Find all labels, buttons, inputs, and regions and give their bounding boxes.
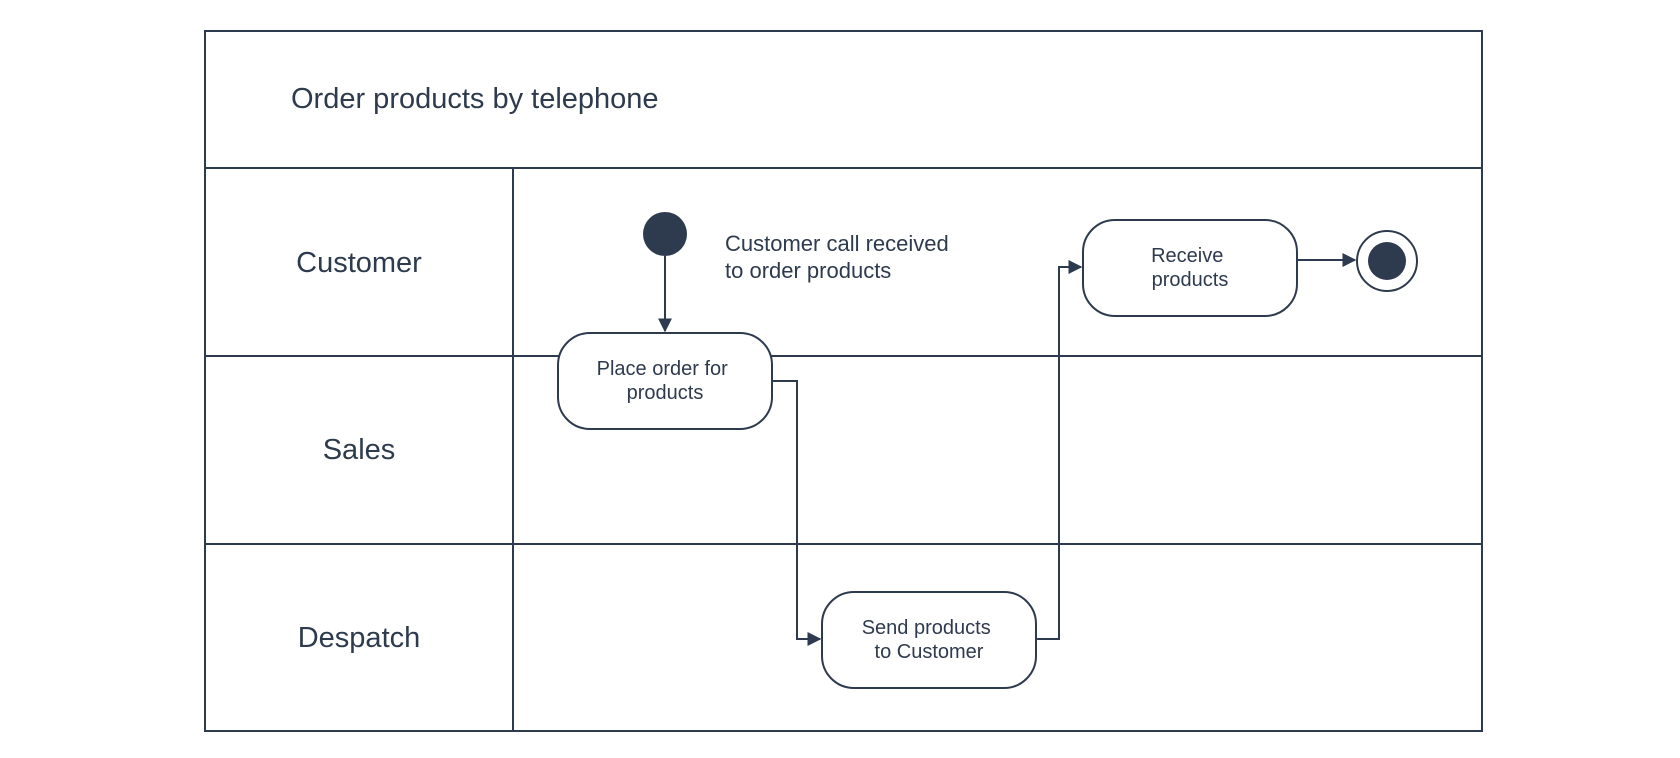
start-note: Customer call received to order products <box>725 231 955 283</box>
activity-place-order-line-2: products <box>627 382 704 404</box>
diagram-title: Order products by telephone <box>291 83 659 115</box>
lane-label-despatch: Despatch <box>298 622 421 654</box>
activity-place-order-label: Place order for products <box>597 358 734 404</box>
activity-receive-products <box>1082 219 1298 317</box>
activity-send-products-label: Send products to Customer <box>862 617 997 663</box>
activity-send-products <box>821 591 1037 689</box>
activity-send-products-line-1: Send products <box>862 617 991 639</box>
activity-receive-products-line-2: products <box>1152 269 1229 291</box>
flow-send-products-to-receive-products <box>1036 260 1083 640</box>
lane-label-customer: Customer <box>296 247 422 279</box>
lane-label-sales: Sales <box>323 434 396 466</box>
activity-place-order <box>557 332 773 430</box>
start-note-line-1: Customer call received <box>725 231 949 256</box>
activity-receive-products-label: Receive products <box>1151 245 1229 291</box>
activity-place-order-line-1: Place order for <box>597 358 729 380</box>
end-node-core <box>1368 242 1406 280</box>
start-node <box>643 212 687 256</box>
activity-receive-products-line-1: Receive <box>1151 245 1223 267</box>
end-node-ring <box>1356 230 1418 292</box>
activity-send-products-line-2: to Customer <box>875 641 984 663</box>
start-note-line-2: to order products <box>725 258 891 283</box>
flow-place-order-to-send-products <box>772 380 822 646</box>
